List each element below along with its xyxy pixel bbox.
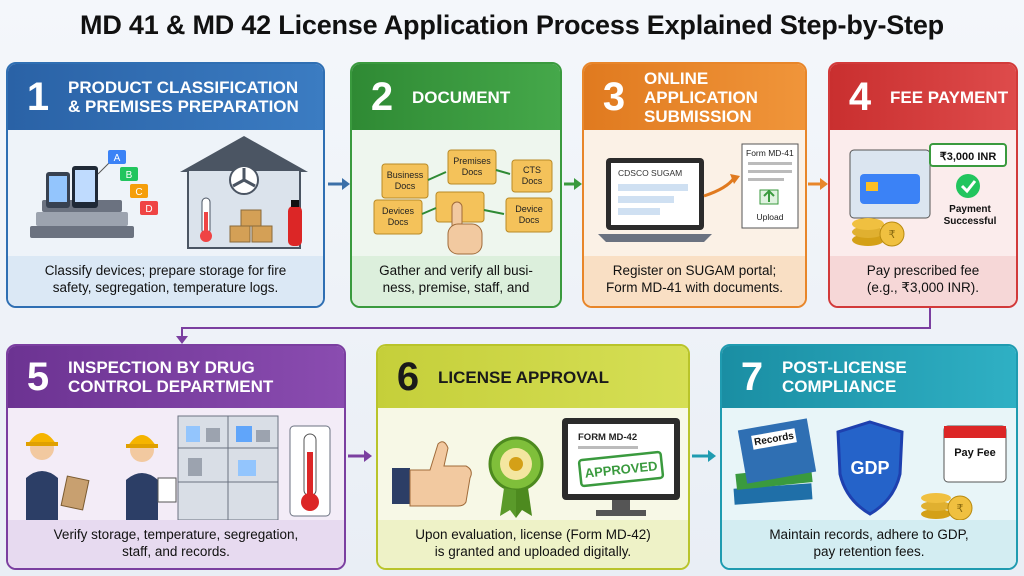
svg-text:₹: ₹	[889, 229, 896, 241]
arrow-1-to-2	[328, 178, 350, 190]
arrow-3-to-4	[808, 178, 828, 190]
coin-stack-icon: ₹	[921, 493, 973, 521]
step-4-header: 4 FEE PAYMENT	[830, 64, 1016, 130]
step-4-illustration: ₹3,000 INR Payment Successful ₹	[830, 130, 1016, 258]
step-5-description: Verify storage, temperature, segregation…	[8, 520, 344, 568]
page-title: MD 41 & MD 42 License Application Proces…	[80, 10, 944, 40]
step-6-illustration: FORM MD-42 APPROVED	[378, 408, 688, 524]
svg-text:Business: Business	[387, 170, 424, 180]
svg-text:D: D	[145, 204, 152, 215]
storage-shelf-icon	[177, 415, 279, 521]
svg-text:Successful: Successful	[944, 216, 997, 227]
device-stack-icon	[30, 159, 134, 238]
approved-monitor-icon: FORM MD-42 APPROVED	[562, 418, 680, 516]
step-1-illustration: A B C D	[8, 130, 323, 258]
step-6-description: Upon evaluation, license (Form MD-42)is …	[378, 520, 688, 568]
step-4-card: 4 FEE PAYMENT ₹3,000 INR Payment Success…	[828, 62, 1018, 308]
thermometer-icon	[289, 425, 331, 517]
step-number: 6	[396, 354, 420, 399]
svg-text:CTS: CTS	[523, 165, 541, 175]
calendar-icon: Pay Fee	[943, 425, 1007, 483]
step-number: 5	[26, 354, 50, 399]
step-number: 4	[848, 74, 872, 119]
success-check-icon: Payment Successful	[944, 174, 997, 227]
step-5-illustration	[8, 408, 344, 524]
svg-text:FORM MD-42: FORM MD-42	[578, 432, 637, 443]
svg-text:Premises: Premises	[453, 156, 491, 166]
svg-text:CDSCO SUGAM: CDSCO SUGAM	[618, 168, 682, 178]
svg-text:GDP: GDP	[850, 458, 889, 478]
arrow-5-to-6	[348, 450, 372, 462]
svg-text:Upload: Upload	[757, 212, 784, 222]
step-6-header: 6 LICENSE APPROVAL	[378, 346, 688, 408]
step-1-header: 1 PRODUCT CLASSIFICATION& PREMISES PREPA…	[8, 64, 323, 130]
step-number: 7	[740, 354, 764, 399]
warehouse-icon	[180, 136, 308, 249]
svg-text:B: B	[126, 170, 133, 181]
hand-pointer-icon	[447, 201, 483, 255]
svg-text:Docs: Docs	[388, 217, 409, 227]
records-books-icon: Records	[733, 418, 817, 505]
step-7-description: Maintain records, adhere to GDP,pay rete…	[722, 520, 1016, 568]
svg-text:Docs: Docs	[395, 181, 416, 191]
step-6-card: 6 LICENSE APPROVAL FORM MD-42 APPRO	[376, 344, 690, 570]
step-4-description: Pay prescribed fee(e.g., ₹3,000 INR).	[830, 256, 1016, 306]
arrow-2-to-3	[564, 178, 582, 190]
form-document-icon: Form MD-41 Upload	[741, 143, 799, 229]
laptop-icon: CDSCO SUGAM	[598, 158, 712, 242]
step-number: 2	[370, 74, 394, 119]
step-1-description: Classify devices; prepare storage for fi…	[8, 256, 323, 306]
step-heading: LICENSE APPROVAL	[438, 367, 609, 387]
step-3-description: Register on SUGAM portal;Form MD-41 with…	[584, 256, 805, 306]
step-number: 3	[602, 74, 626, 119]
gdp-shield-icon: GDP	[836, 420, 904, 516]
amount-badge: ₹3,000 INR	[929, 143, 1007, 167]
svg-text:A: A	[114, 153, 121, 164]
inspector-icon	[126, 435, 177, 520]
step-heading: PRODUCT CLASSIFICATION& PREMISES PREPARA…	[68, 78, 299, 116]
step-heading: DOCUMENT	[412, 87, 511, 107]
step-heading: FEE PAYMENT	[890, 87, 1009, 107]
payment-screen-icon	[849, 149, 931, 219]
arrow-4-to-5	[176, 308, 931, 344]
svg-text:Docs: Docs	[462, 167, 483, 177]
coin-stack-icon: ₹	[852, 218, 905, 247]
award-seal-icon	[488, 436, 544, 518]
svg-text:Pay Fee: Pay Fee	[954, 447, 996, 459]
step-2-description: Gather and verify all busi-ness, premise…	[352, 256, 560, 306]
step-3-illustration: CDSCO SUGAM Form MD-41 Upload	[584, 130, 805, 258]
arrow-6-to-7	[692, 450, 716, 462]
category-tags: A B C D	[108, 150, 158, 215]
step-1-card: 1 PRODUCT CLASSIFICATION& PREMISES PREPA…	[6, 62, 325, 308]
thumbs-up-icon	[392, 441, 472, 507]
svg-text:Form MD-41: Form MD-41	[746, 148, 794, 158]
inspector-icon	[26, 433, 90, 520]
step-number: 1	[26, 74, 50, 119]
svg-text:₹3,000 INR: ₹3,000 INR	[940, 151, 997, 163]
svg-text:Devices: Devices	[382, 206, 415, 216]
step-2-header: 2 DOCUMENT	[352, 64, 560, 130]
svg-text:Device: Device	[515, 204, 543, 214]
svg-text:Docs: Docs	[522, 176, 543, 186]
step-7-illustration: Records GDP Pay Fee ₹	[722, 408, 1016, 524]
svg-text:₹: ₹	[957, 503, 964, 515]
svg-text:Docs: Docs	[519, 215, 540, 225]
svg-text:Payment: Payment	[949, 204, 991, 215]
svg-text:C: C	[135, 187, 142, 198]
